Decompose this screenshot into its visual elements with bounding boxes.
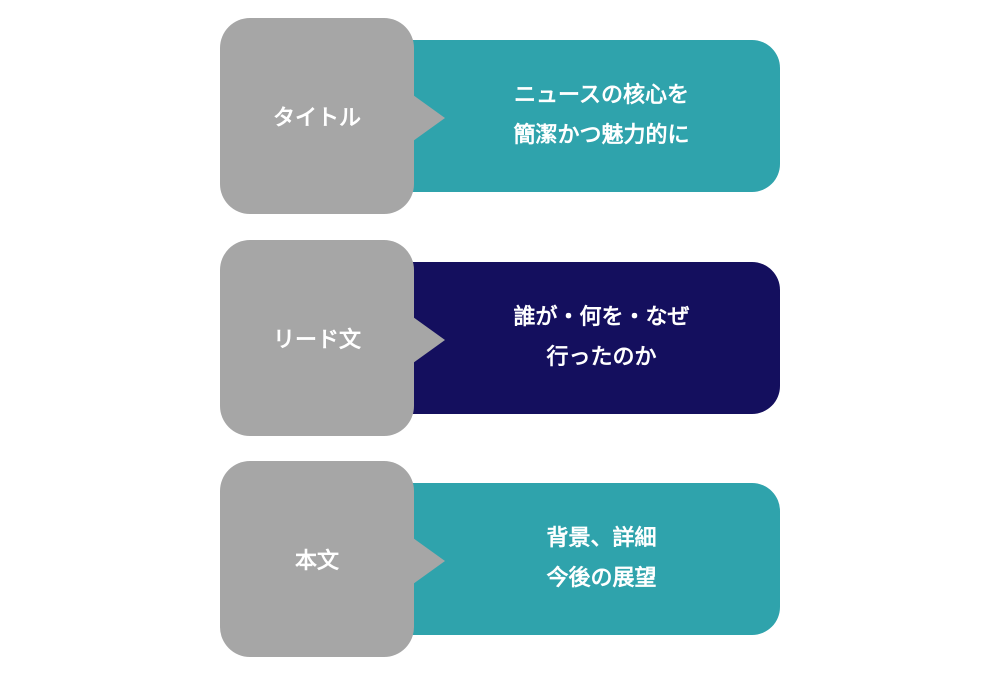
description-box: 背景、詳細 今後の展望 [405,483,780,635]
description-line: 誰が・何を・なぜ [513,305,690,330]
description-line: 背景、詳細 [546,526,657,551]
section-label: タイトル [220,18,414,214]
row-body: 背景、詳細 今後の展望 本文 [0,461,1000,658]
pointer-arrow-icon [413,317,445,363]
description-line: 今後の展望 [546,566,657,591]
pointer-arrow-icon [413,95,445,141]
row-lead: 誰が・何を・なぜ 行ったのか リード文 [0,240,1000,437]
description-box: 誰が・何を・なぜ 行ったのか [405,262,780,414]
description-line: 行ったのか [546,345,657,370]
description-line: ニュースの核心を [514,83,689,108]
description-line: 簡潔かつ魅力的に [513,123,690,148]
pointer-arrow-icon [413,538,445,584]
section-label: リード文 [220,240,414,436]
section-label: 本文 [220,461,414,657]
row-title: ニュースの核心を 簡潔かつ魅力的に タイトル [0,18,1000,215]
description-box: ニュースの核心を 簡潔かつ魅力的に [405,40,780,192]
